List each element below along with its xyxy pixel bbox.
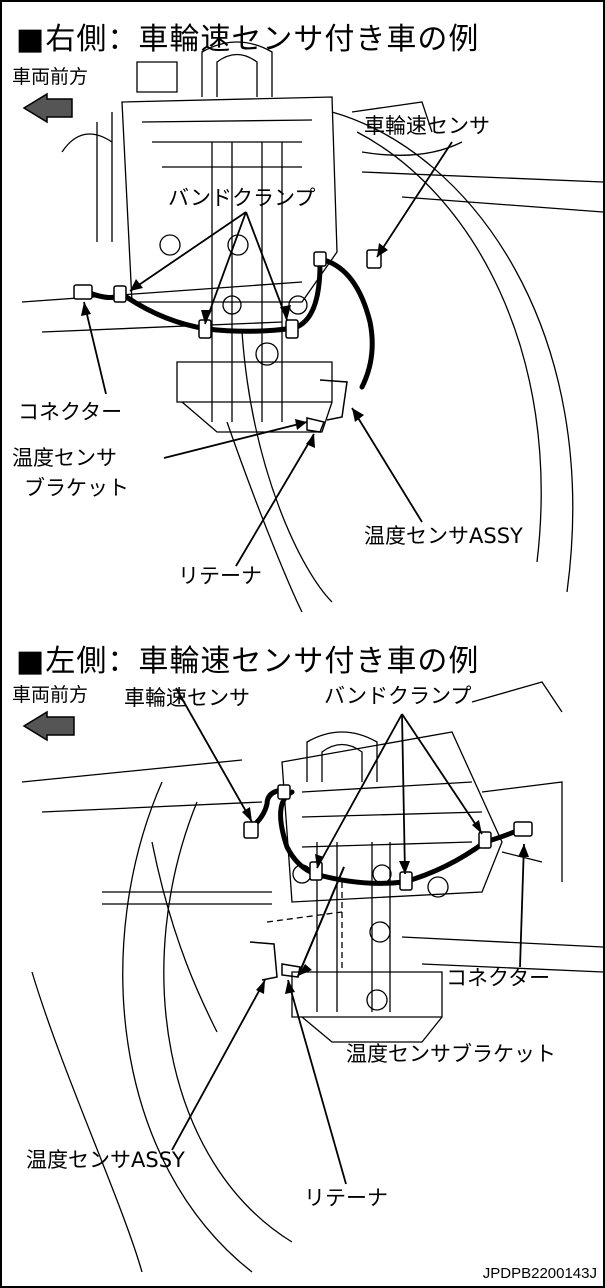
retainer-label: リテーナ [178, 564, 262, 588]
band-clamp-label-left: バンドクランプ [324, 684, 472, 708]
retainer-label-left: リテーナ [304, 1186, 388, 1210]
connector-label: コネクター [18, 400, 123, 424]
right-side-panel: ■右側：車輪速センサ付き車の例 車両前方 車輪速センサ バンドクランプ コネクタ… [2, 2, 603, 642]
connector-label-left: コネクター [446, 966, 551, 990]
wheel-speed-sensor-label: 車輪速センサ [364, 114, 490, 138]
temp-sensor-assy-label-left: 温度センサASSY [26, 1148, 185, 1172]
vehicle-front-label-left: 車両前方 [12, 684, 89, 706]
temp-sensor-bracket-label-left: 温度センサブラケット [346, 1042, 556, 1066]
left-side-panel: ■左側：車輪速センサ付き車の例 車両前方 車輪速センサ バンドクランプ コネクタ… [2, 642, 603, 1286]
left-side-illustration [21, 681, 603, 1273]
document-id: JPDPB2200143J [482, 1265, 597, 1282]
left-side-heading: ■左側：車輪速センサ付き車の例 [16, 644, 480, 679]
temp-sensor-bracket-label-line2: ブラケット [24, 476, 129, 500]
vehicle-front-label: 車両前方 [12, 66, 89, 88]
right-side-heading: ■右側：車輪速センサ付き車の例 [16, 22, 480, 57]
temp-sensor-bracket-label-line1: 温度センサ [12, 446, 117, 470]
right-side-illustration [21, 41, 603, 613]
band-clamp-label: バンドクランプ [168, 186, 316, 210]
wheel-speed-sensor-label-left: 車輪速センサ [124, 686, 250, 710]
temp-sensor-assy-label: 温度センサASSY [364, 524, 523, 548]
